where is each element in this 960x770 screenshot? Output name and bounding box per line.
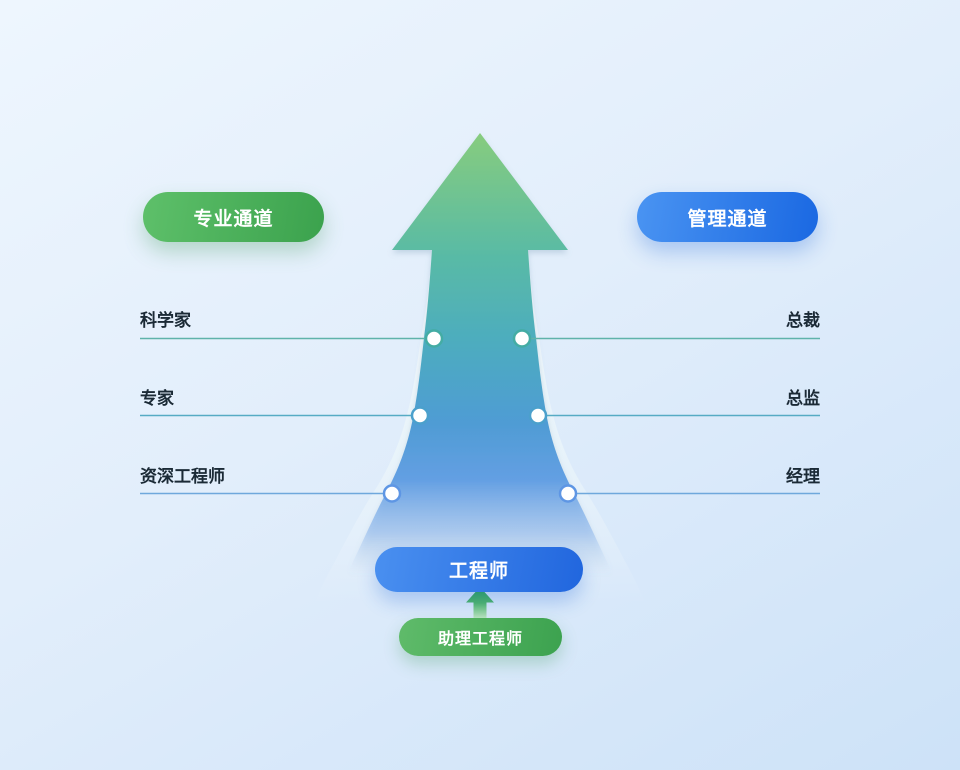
- level-dot-row1-left: [424, 329, 444, 348]
- professional-channel-label: 专业通道: [193, 208, 274, 230]
- assistant-engineer-label: 助理工程师: [437, 631, 523, 648]
- management-channel-label: 管理通道: [687, 208, 768, 230]
- level-label-expert: 专家: [140, 389, 174, 408]
- level-label-manager: 经理: [786, 467, 820, 486]
- engineer-label: 工程师: [448, 561, 509, 582]
- promotion-up-arrow-icon: [466, 587, 494, 619]
- level-dot-row3-right: [558, 484, 578, 503]
- level-label-director: 总监: [786, 389, 820, 408]
- engineer-pill[interactable]: 工程师: [375, 547, 583, 592]
- career-ladder-arrow: [342, 133, 618, 585]
- level-dot-row3-left: [382, 484, 402, 503]
- level-dot-row2-left: [410, 406, 430, 425]
- level-dot-row2-right: [528, 406, 548, 425]
- professional-channel-pill[interactable]: 专业通道: [143, 192, 324, 242]
- level-label-senior-engineer: 资深工程师: [140, 467, 225, 486]
- level-dot-row1-right: [512, 329, 532, 348]
- level-label-president: 总裁: [786, 311, 820, 330]
- management-channel-pill[interactable]: 管理通道: [637, 192, 818, 242]
- level-label-scientist: 科学家: [140, 311, 191, 330]
- assistant-engineer-pill[interactable]: 助理工程师: [399, 618, 562, 656]
